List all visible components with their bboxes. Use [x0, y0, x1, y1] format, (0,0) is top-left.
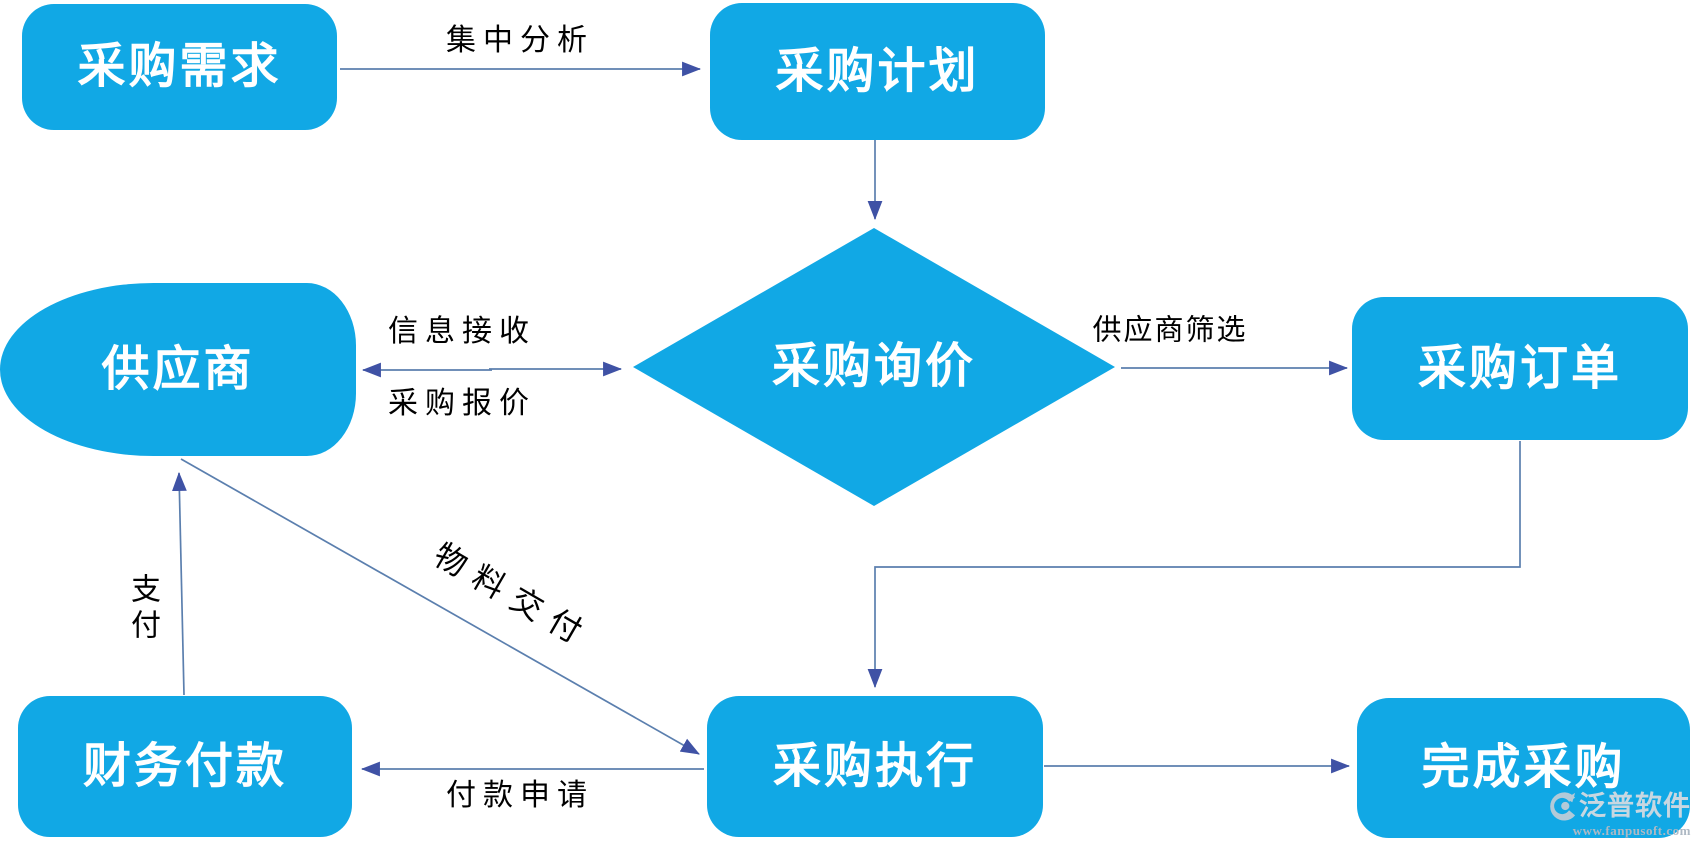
node-procurement-demand: 采购需求	[22, 4, 337, 130]
watermark-brand: 泛普软件	[1579, 790, 1691, 821]
edge-supplier-execute	[180, 458, 700, 755]
node-procurement-execute: 采购执行	[707, 696, 1043, 837]
edge-order-execute	[867, 441, 1521, 689]
watermark-site: www.fanpusoft.com	[1572, 823, 1691, 838]
edge-label-purchase-quote: 采购报价	[388, 387, 536, 420]
node-procurement-plan: 采购计划	[710, 3, 1045, 140]
edge-label-payment-request: 付款申请	[446, 779, 594, 812]
node-finance-payment: 财务付款	[18, 696, 352, 837]
edge-label-info-receive: 信息接收	[388, 315, 536, 348]
edge-finance-supplier	[172, 471, 187, 696]
edge-label-supplier-screening: 供应商筛选	[1092, 314, 1248, 347]
node-procurement-complete: 完成采购	[1357, 698, 1690, 838]
watermark: 泛普软件 www.fanpusoft.com	[1547, 789, 1691, 837]
fanpu-logo-icon	[1550, 792, 1576, 821]
edge-label-payment: 支付	[126, 573, 159, 645]
node-supplier: 供应商	[0, 283, 356, 456]
edge-label-centralized-analysis: 集中分析	[446, 24, 594, 57]
node-purchase-order: 采购订单	[1352, 297, 1688, 440]
